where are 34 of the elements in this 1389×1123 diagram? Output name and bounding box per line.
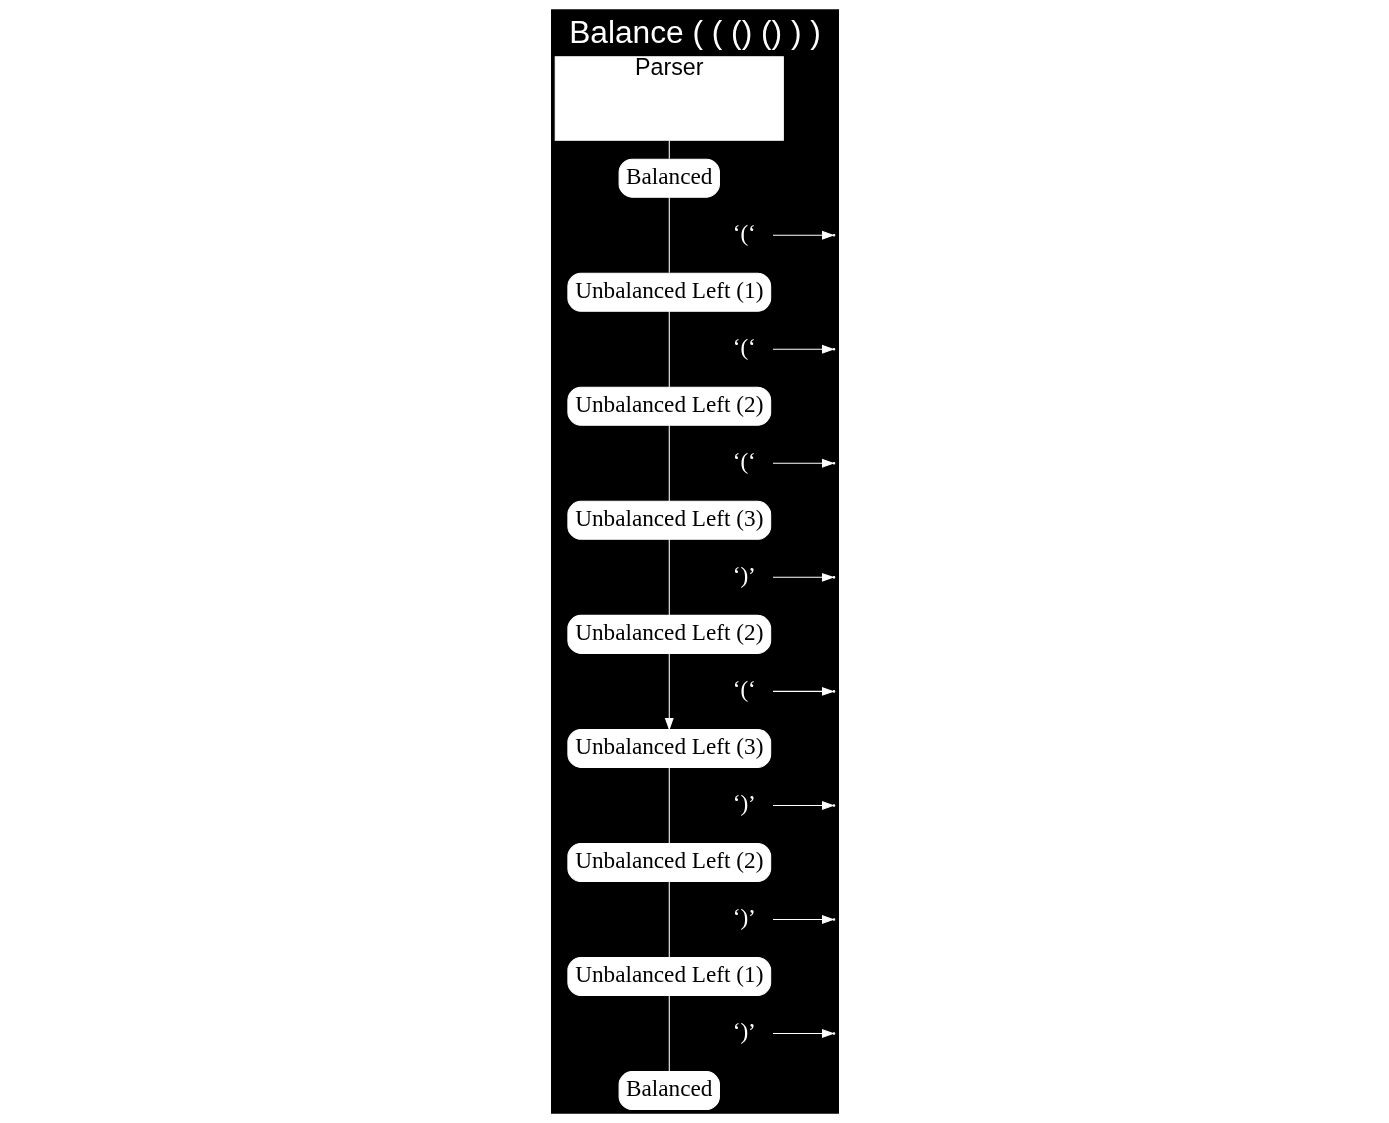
connector bbox=[668, 424, 670, 502]
connector bbox=[668, 538, 670, 616]
arrow bbox=[772, 572, 835, 582]
node-text: ‘(‘ bbox=[732, 220, 756, 247]
connector bbox=[668, 881, 670, 958]
node-box: Unbalanced Left (3) bbox=[566, 728, 771, 768]
node-text: ‘(‘ bbox=[732, 334, 756, 361]
node-box: Unbalanced Left (2) bbox=[566, 386, 771, 426]
arrow bbox=[664, 652, 674, 731]
connector bbox=[668, 140, 670, 160]
connector bbox=[668, 766, 670, 844]
node-box: Unbalanced Left (3) bbox=[566, 500, 771, 540]
node-box: Unbalanced Left (1) bbox=[566, 272, 771, 312]
connector bbox=[668, 310, 670, 388]
diagram-title: Balance ( ( () () ) ) bbox=[568, 13, 821, 50]
node-text: ‘)’ bbox=[732, 562, 756, 589]
arrow bbox=[772, 915, 835, 924]
arrow bbox=[772, 686, 835, 696]
node-box: Unbalanced Left (2) bbox=[566, 614, 771, 654]
node-box: Balanced bbox=[618, 158, 720, 198]
arrow bbox=[772, 801, 835, 810]
arrow bbox=[772, 458, 835, 468]
node-text: ‘(‘ bbox=[732, 448, 756, 475]
node-text: ‘)’ bbox=[732, 790, 756, 817]
node-box: Parser bbox=[554, 56, 784, 141]
node-text: ‘(‘ bbox=[732, 676, 756, 703]
node-box: Unbalanced Left (2) bbox=[566, 842, 771, 882]
node-box: Balanced bbox=[618, 1071, 720, 1111]
node-text: ‘)’ bbox=[732, 1018, 756, 1045]
arrow bbox=[772, 1029, 835, 1038]
connector bbox=[668, 196, 670, 274]
node-box: Unbalanced Left (1) bbox=[566, 957, 771, 997]
connector bbox=[668, 995, 670, 1072]
node-text: ‘)’ bbox=[732, 904, 756, 931]
